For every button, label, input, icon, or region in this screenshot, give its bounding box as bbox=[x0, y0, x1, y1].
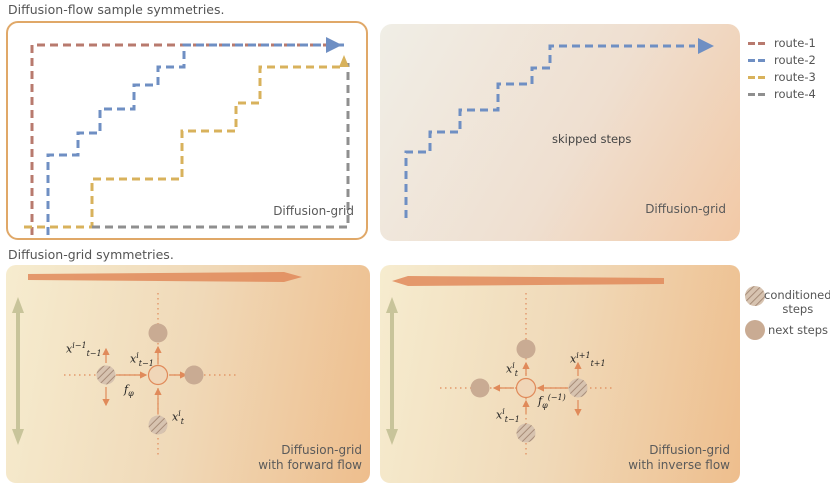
label-x-tm1-i: xit−1 bbox=[496, 407, 520, 424]
target-node bbox=[147, 364, 169, 386]
bottom-section-title: Diffusion-grid symmetries. bbox=[8, 247, 174, 262]
legend-swatch bbox=[748, 58, 768, 62]
conditioned-node bbox=[516, 423, 536, 443]
routes-svg bbox=[24, 37, 350, 235]
inverse-grid-label: Diffusion-grid with inverse flow bbox=[628, 443, 730, 472]
label-x-tp1-ip1: xi+1t+1 bbox=[570, 351, 606, 368]
arrowhead-right bbox=[698, 38, 714, 54]
route-2-skip-path bbox=[404, 44, 695, 218]
next-step-node bbox=[470, 378, 490, 398]
next-step-node bbox=[516, 339, 536, 359]
route-3-path bbox=[24, 61, 346, 229]
inverse-flow-panel: xit xi+1t+1 fφ(−1) xit−1 Diffusion-grid … bbox=[380, 265, 740, 483]
legend-route-3: route-3 bbox=[748, 70, 816, 84]
label-x-tm1-im1: xi−1t−1 bbox=[66, 341, 102, 358]
legend-route-1: route-1 bbox=[748, 36, 816, 50]
conditioned-steps-label: conditioned steps bbox=[764, 288, 830, 316]
routes-grid-panel: Diffusion-grid bbox=[6, 21, 368, 240]
forward-flow-svg bbox=[12, 272, 302, 455]
top-section-title: Diffusion-flow sample symmetries. bbox=[8, 2, 225, 17]
target-node bbox=[515, 377, 537, 399]
route-arrowhead-right bbox=[326, 37, 342, 53]
label-x-t-i: xit bbox=[506, 361, 518, 378]
conditioned-node bbox=[148, 415, 168, 435]
label-f-phi: fφ bbox=[124, 383, 134, 399]
vertical-double-arrow bbox=[12, 297, 24, 445]
inverse-flow-arrow bbox=[392, 276, 664, 286]
legend-route-4: route-4 bbox=[748, 87, 816, 101]
inverse-flow-svg bbox=[386, 276, 664, 455]
route-2-path bbox=[46, 43, 344, 235]
legend-swatch bbox=[748, 41, 768, 45]
label-x-t-i: xit bbox=[172, 409, 184, 426]
route-arrowhead-up bbox=[339, 55, 349, 67]
grid-label: Diffusion-grid bbox=[645, 202, 726, 216]
skipped-steps-label: skipped steps bbox=[552, 132, 632, 146]
legend-swatch bbox=[748, 75, 768, 79]
vertical-double-arrow bbox=[386, 297, 398, 445]
legend-swatch bbox=[748, 92, 768, 96]
conditioned-steps-swatch bbox=[745, 286, 765, 306]
forward-flow-arrow bbox=[28, 272, 302, 282]
skipped-route-svg bbox=[404, 38, 714, 218]
route-4-path bbox=[92, 63, 350, 229]
conditioned-node bbox=[568, 378, 588, 398]
skipped-steps-panel: skipped steps Diffusion-grid bbox=[380, 24, 740, 241]
conditioned-node bbox=[96, 365, 116, 385]
next-steps-swatch bbox=[745, 320, 765, 340]
forward-grid-label: Diffusion-grid with forward flow bbox=[258, 443, 362, 472]
forward-flow-panel: xi−1t−1 xit−1 fφ xit Diffusion-grid with… bbox=[6, 265, 370, 483]
next-step-node bbox=[148, 323, 168, 343]
grid-label: Diffusion-grid bbox=[273, 204, 354, 218]
label-f-phi-inverse: fφ(−1) bbox=[538, 393, 566, 410]
label-x-tm1-i: xit−1 bbox=[130, 351, 154, 368]
legend-route-2: route-2 bbox=[748, 53, 816, 67]
next-steps-label: next steps bbox=[768, 323, 828, 337]
next-step-node bbox=[184, 365, 204, 385]
